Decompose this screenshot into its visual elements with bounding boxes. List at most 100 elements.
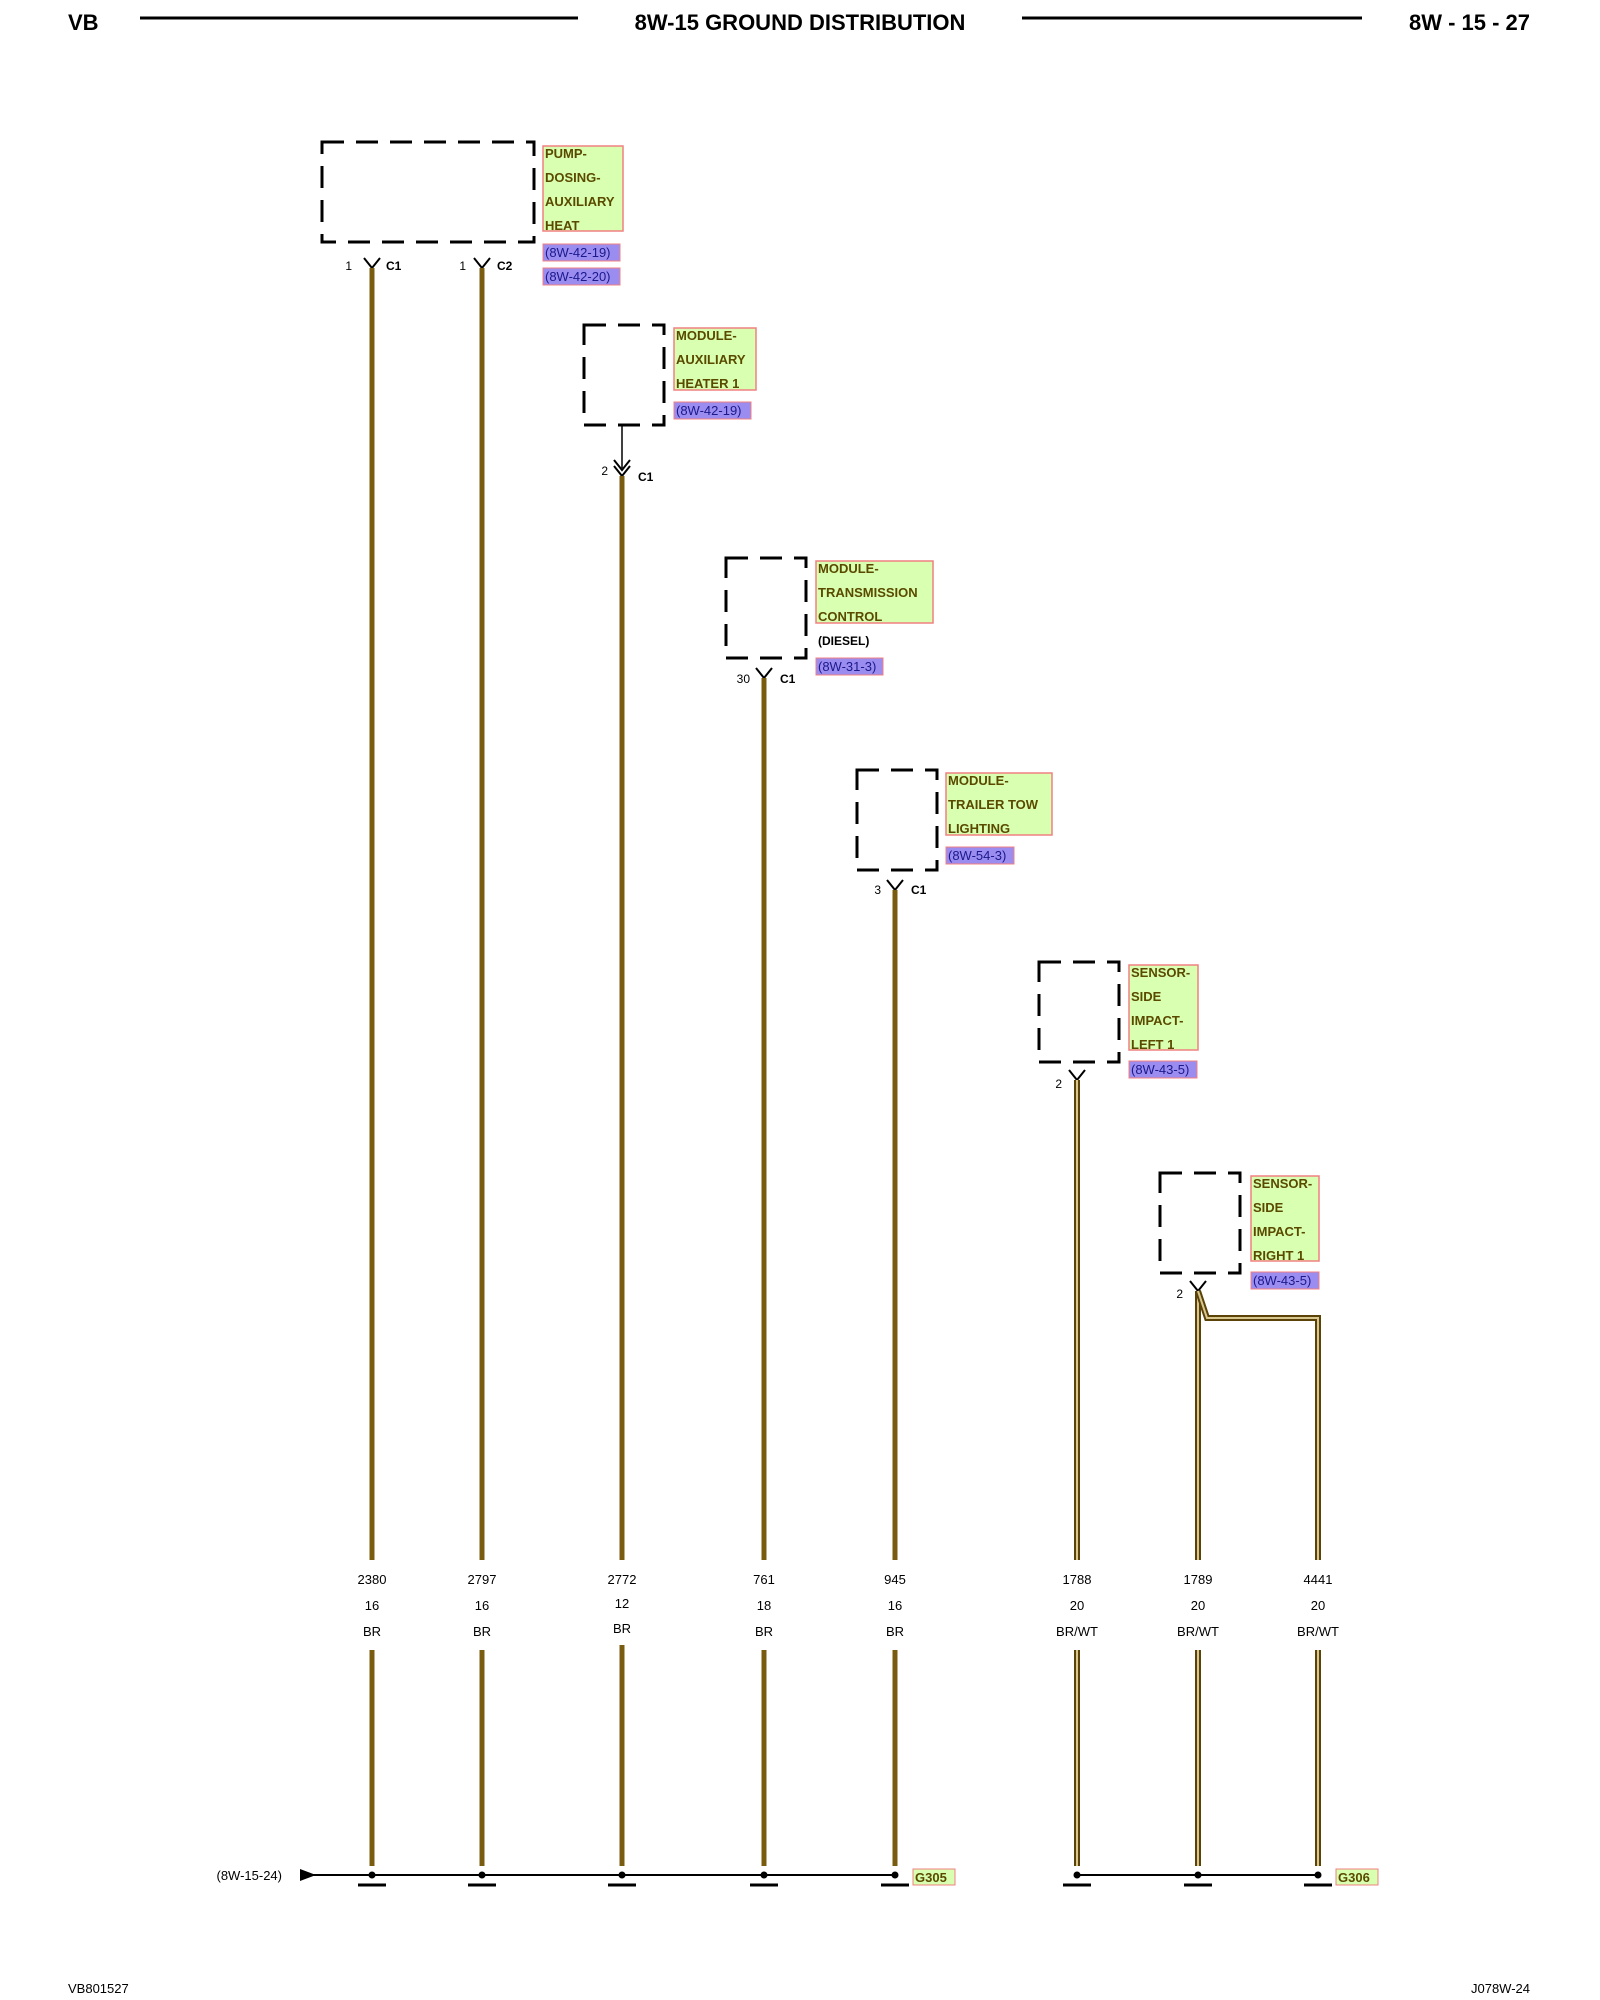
ref-link-box xyxy=(1250,1271,1320,1290)
splice-dot-icon xyxy=(760,1871,768,1879)
wire-color: BR/WT xyxy=(1056,1624,1098,1639)
pin-number: 2 xyxy=(1055,1077,1062,1091)
component-label-line: MODULE- xyxy=(676,328,737,343)
page-title: 8W-15 GROUND DISTRIBUTION xyxy=(635,10,966,35)
component-label-box xyxy=(1250,1175,1320,1262)
component-label-line: LIGHTING xyxy=(948,821,1010,836)
component-label-line: RIGHT 1 xyxy=(1253,1248,1304,1263)
component-label-line: IMPACT- xyxy=(1131,1013,1183,1028)
header-left: VB xyxy=(68,10,99,35)
ref-link-box xyxy=(945,846,1015,865)
splice-dot-icon xyxy=(1194,1871,1202,1879)
pin-number: 1 xyxy=(459,259,466,273)
wire-label-945: 945 16 BR xyxy=(884,1572,906,1639)
connector-id: C2 xyxy=(497,259,513,273)
component-label-line: SIDE xyxy=(1131,989,1162,1004)
component-label-box xyxy=(673,327,757,391)
wire-circuit: 4441 xyxy=(1304,1572,1333,1587)
component-label-line: MODULE- xyxy=(818,561,879,576)
component-note: (DIESEL) xyxy=(818,634,869,648)
component-box xyxy=(724,556,808,660)
connector-pin: 2 xyxy=(1055,1069,1086,1091)
wire-color: BR/WT xyxy=(1297,1624,1339,1639)
ref-link[interactable]: (8W-42-19) xyxy=(676,403,742,418)
component-label-box xyxy=(815,560,934,624)
connector-id: C1 xyxy=(638,470,654,484)
ref-link[interactable]: (8W-43-5) xyxy=(1131,1062,1189,1077)
wire-gauge: 16 xyxy=(475,1598,489,1613)
wire-color: BR xyxy=(473,1624,491,1639)
component-label-line: PUMP- xyxy=(545,146,587,161)
footer-right: J078W-24 xyxy=(1471,1981,1530,1996)
ref-link[interactable]: (8W-31-3) xyxy=(818,659,876,674)
component-label-box xyxy=(542,145,624,232)
component-label-line: SENSOR- xyxy=(1131,965,1190,980)
component-box xyxy=(1158,1171,1242,1275)
wire-color: BR xyxy=(613,1621,631,1636)
ref-link[interactable]: (8W-42-20) xyxy=(545,269,611,284)
wire-gauge: 20 xyxy=(1070,1598,1084,1613)
pin-terminal-icon xyxy=(613,459,631,472)
component-module-trailer-tow-lighting: MODULE- TRAILER TOW LIGHTING (8W-54-3) xyxy=(855,768,1053,872)
component-label-line: DOSING- xyxy=(545,170,601,185)
component-label-line: HEATER 1 xyxy=(676,376,739,391)
ref-link[interactable]: (8W-43-5) xyxy=(1253,1273,1311,1288)
component-label-line: TRANSMISSION xyxy=(818,585,918,600)
component-label-line: MODULE- xyxy=(948,773,1009,788)
component-label-line: TRAILER TOW xyxy=(948,797,1039,812)
component-label-box xyxy=(1128,964,1199,1051)
page-number: 8W - 15 - 27 xyxy=(1409,10,1530,35)
pin-terminal-icon xyxy=(363,257,381,270)
component-label-line: HEAT xyxy=(545,218,579,233)
component-sensor-side-impact-left-1: SENSOR- SIDE IMPACT- LEFT 1 (8W-43-5) xyxy=(1037,960,1199,1079)
wire-gauge: 16 xyxy=(365,1598,379,1613)
wire-circuit: 1788 xyxy=(1063,1572,1092,1587)
wire-color: BR xyxy=(755,1624,773,1639)
ground-label: G306 xyxy=(1338,1870,1370,1885)
pin-terminal-icon xyxy=(1189,1280,1207,1293)
wire-gauge: 18 xyxy=(757,1598,771,1613)
pin-number: 30 xyxy=(737,672,751,686)
ref-link[interactable]: (8W-54-3) xyxy=(948,848,1006,863)
wire-circuit: 1789 xyxy=(1184,1572,1213,1587)
connector-id: C1 xyxy=(911,883,927,897)
ground-label: G305 xyxy=(915,1870,947,1885)
pin-terminal-icon xyxy=(886,879,904,892)
wire-gauge: 20 xyxy=(1191,1598,1205,1613)
ground-label-box xyxy=(912,1868,956,1886)
splice-dot-icon xyxy=(1073,1871,1081,1879)
wire-color: BR xyxy=(886,1624,904,1639)
wire-label-2772: 2772 12 BR xyxy=(608,1572,637,1636)
component-label-line: AUXILIARY xyxy=(676,352,746,367)
wire-circuit: 761 xyxy=(753,1572,775,1587)
component-module-transmission-control: MODULE- TRANSMISSION CONTROL (DIESEL) (8… xyxy=(724,556,934,676)
pin-number: 3 xyxy=(874,883,881,897)
wire-circuit: 2772 xyxy=(608,1572,637,1587)
component-label-line: IMPACT- xyxy=(1253,1224,1305,1239)
wire-gauge: 12 xyxy=(615,1596,629,1611)
pin-number: 2 xyxy=(601,464,608,478)
wire-color: BR/WT xyxy=(1177,1624,1219,1639)
ref-link[interactable]: (8W-42-19) xyxy=(545,245,611,260)
pin-number: 1 xyxy=(345,259,352,273)
component-box xyxy=(582,323,666,427)
wire-label-2380: 2380 16 BR xyxy=(358,1572,387,1639)
component-label-line: LEFT 1 xyxy=(1131,1037,1174,1052)
wire-label-4441: 4441 20 BR/WT xyxy=(1297,1572,1339,1639)
wire-circuit: 945 xyxy=(884,1572,906,1587)
connector-id: C1 xyxy=(780,672,796,686)
footer-left: VB801527 xyxy=(68,1981,129,1996)
connector-id: C1 xyxy=(386,259,402,273)
wire-color: BR xyxy=(363,1624,381,1639)
splice-dot-icon xyxy=(618,1871,626,1879)
component-box xyxy=(1037,960,1121,1064)
pin-terminal-icon xyxy=(1068,1069,1086,1082)
splice-dot-icon xyxy=(891,1871,899,1879)
connector-pin: 3 C1 xyxy=(874,879,927,897)
continuation-ref[interactable]: (8W-15-24) xyxy=(216,1868,282,1883)
ground-bus-g306: G306 xyxy=(1063,1868,1379,1887)
wire-label-1788: 1788 20 BR/WT xyxy=(1056,1572,1098,1639)
component-label-line: CONTROL xyxy=(818,609,882,624)
ground-bus-g305: (8W-15-24) G305 xyxy=(216,1868,956,1887)
